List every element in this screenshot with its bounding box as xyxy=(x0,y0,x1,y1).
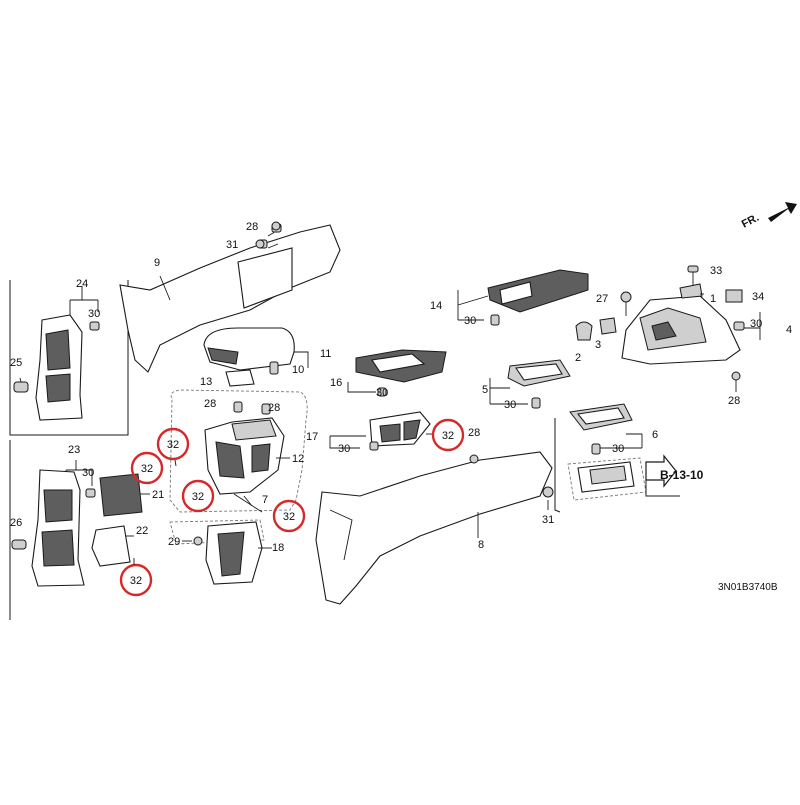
callout-17: 17 xyxy=(306,431,318,443)
part-9-side-trim xyxy=(119,223,341,373)
highlight-32-6: 32 xyxy=(119,558,153,597)
part-22-storage xyxy=(91,525,134,567)
drawing-code: 3N01B3740B xyxy=(718,582,778,593)
callout-34: 34 xyxy=(752,291,764,303)
callout-28-mid-right: 28 xyxy=(268,402,280,414)
callout-30-b: 30 xyxy=(82,467,94,479)
group-6-frame xyxy=(554,403,680,513)
svg-text:32: 32 xyxy=(442,430,454,442)
callout-3: 3 xyxy=(595,339,601,351)
callout-30-d: 30 xyxy=(376,387,388,399)
highlight-32-4: 32 xyxy=(272,499,306,533)
callout-27: 27 xyxy=(596,293,608,305)
callout-26: 26 xyxy=(10,517,22,529)
callout-11: 11 xyxy=(320,348,331,360)
callout-5: 5 xyxy=(482,384,488,396)
callout-9: 9 xyxy=(154,257,160,269)
callout-33: 33 xyxy=(710,265,722,277)
callout-22: 22 xyxy=(136,525,148,537)
group-24-frame xyxy=(9,280,129,436)
callout-4: 4 xyxy=(786,324,792,336)
part-11-armrest xyxy=(203,327,309,387)
svg-text:32: 32 xyxy=(283,511,295,523)
callout-30-c: 30 xyxy=(464,315,476,327)
part-8-main-console xyxy=(315,451,554,605)
callout-25: 25 xyxy=(10,357,22,369)
callout-1: 1 xyxy=(710,293,716,305)
highlight-32-1: 32 xyxy=(156,427,190,467)
callout-24: 24 xyxy=(76,278,88,290)
callout-28-mid-left: 28 xyxy=(204,398,216,410)
svg-text:32: 32 xyxy=(192,491,204,503)
callout-7: 7 xyxy=(262,494,268,506)
callout-13: 13 xyxy=(200,376,212,388)
highlight-32-3: 32 xyxy=(181,479,215,513)
callout-28-console: 28 xyxy=(468,427,480,439)
callout-30-h: 30 xyxy=(750,318,762,330)
callout-31-bottom: 31 xyxy=(542,514,554,526)
callout-labels: 1 2 3 4 5 6 7 8 9 10 11 12 13 14 16 17 1… xyxy=(10,221,792,554)
part-12-console-body xyxy=(204,401,290,507)
callout-28-top: 28 xyxy=(246,221,258,233)
callout-30-a: 30 xyxy=(88,308,100,320)
part-16-tray xyxy=(347,349,447,397)
callout-10: 10 xyxy=(292,364,304,376)
svg-text:32: 32 xyxy=(130,575,142,587)
callout-12: 12 xyxy=(292,453,304,465)
highlight-32-2: 32 xyxy=(130,451,164,485)
callout-30-g: 30 xyxy=(612,443,624,455)
part-21-vent xyxy=(99,473,150,517)
part-17-cup-tray xyxy=(329,411,434,451)
callout-31-top: 31 xyxy=(226,239,238,251)
reference-arrow-icon xyxy=(645,454,677,488)
highlight-32-5: 32 xyxy=(431,418,465,452)
part-23-cupholder-panel xyxy=(31,469,85,587)
group-23-frame xyxy=(9,440,96,620)
reference-label: B-13-10 xyxy=(660,468,704,482)
part-5-panel xyxy=(489,359,571,409)
callout-28-right: 28 xyxy=(728,395,740,407)
callout-2: 2 xyxy=(575,352,581,364)
callout-30-e: 30 xyxy=(338,443,350,455)
part-4-upper-panel xyxy=(575,265,761,392)
front-direction-marker: FR. xyxy=(740,202,797,231)
callout-29: 29 xyxy=(168,536,180,548)
part-14-bezel xyxy=(457,269,589,326)
callout-8: 8 xyxy=(478,539,484,551)
callout-18: 18 xyxy=(272,542,284,554)
callout-23: 23 xyxy=(68,444,80,456)
callout-16: 16 xyxy=(330,377,342,389)
part-13-seal xyxy=(225,369,255,387)
console-dashed-zone xyxy=(169,389,308,513)
callout-6: 6 xyxy=(652,429,658,441)
svg-text:32: 32 xyxy=(141,463,153,475)
callout-21: 21 xyxy=(152,489,164,501)
highlighted-callouts: 32 32 32 32 32 32 xyxy=(119,418,465,597)
part-25-cap xyxy=(13,381,29,393)
part-26-cap xyxy=(11,539,27,550)
svg-text:32: 32 xyxy=(167,439,179,451)
front-label: FR. xyxy=(740,212,761,231)
callout-14: 14 xyxy=(430,300,442,312)
callout-30-f: 30 xyxy=(504,399,516,411)
front-arrow-icon xyxy=(768,202,797,222)
part-18-bracket xyxy=(182,521,272,585)
